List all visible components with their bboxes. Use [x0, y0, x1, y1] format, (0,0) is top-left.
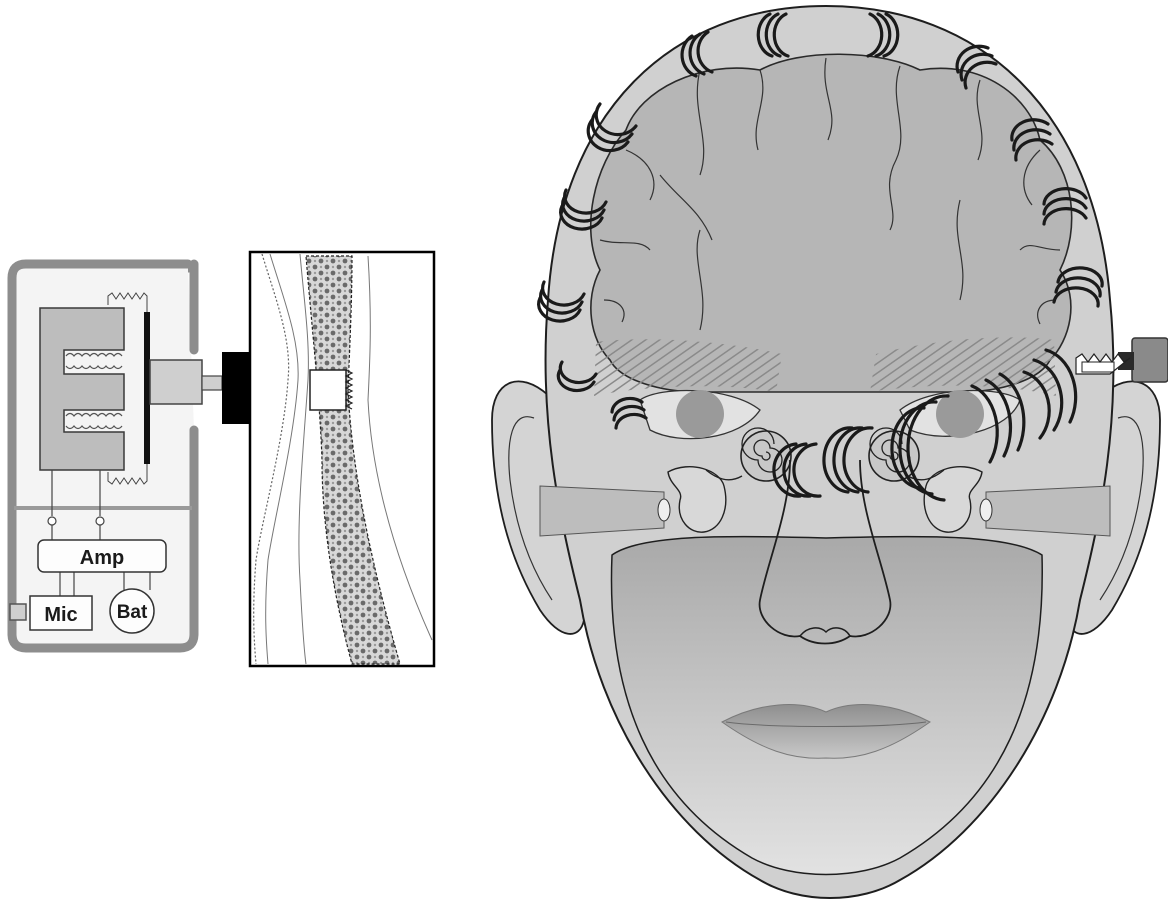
sound-processor: Amp Mic Bat [10, 264, 222, 648]
titanium-implant [310, 370, 352, 410]
face-area [611, 537, 1042, 875]
amp-label: Amp [80, 547, 124, 569]
transducer-core [40, 308, 124, 470]
right-ear-canal [986, 486, 1110, 536]
mic-label: Mic [44, 604, 77, 626]
coupling-shaft [150, 360, 202, 404]
head-illustration [492, 6, 1168, 898]
transducer-armature [144, 312, 150, 464]
left-ear-canal [540, 486, 664, 536]
mic-port [10, 604, 26, 620]
bat-label: Bat [117, 602, 148, 623]
skull-cross-section [250, 252, 434, 666]
